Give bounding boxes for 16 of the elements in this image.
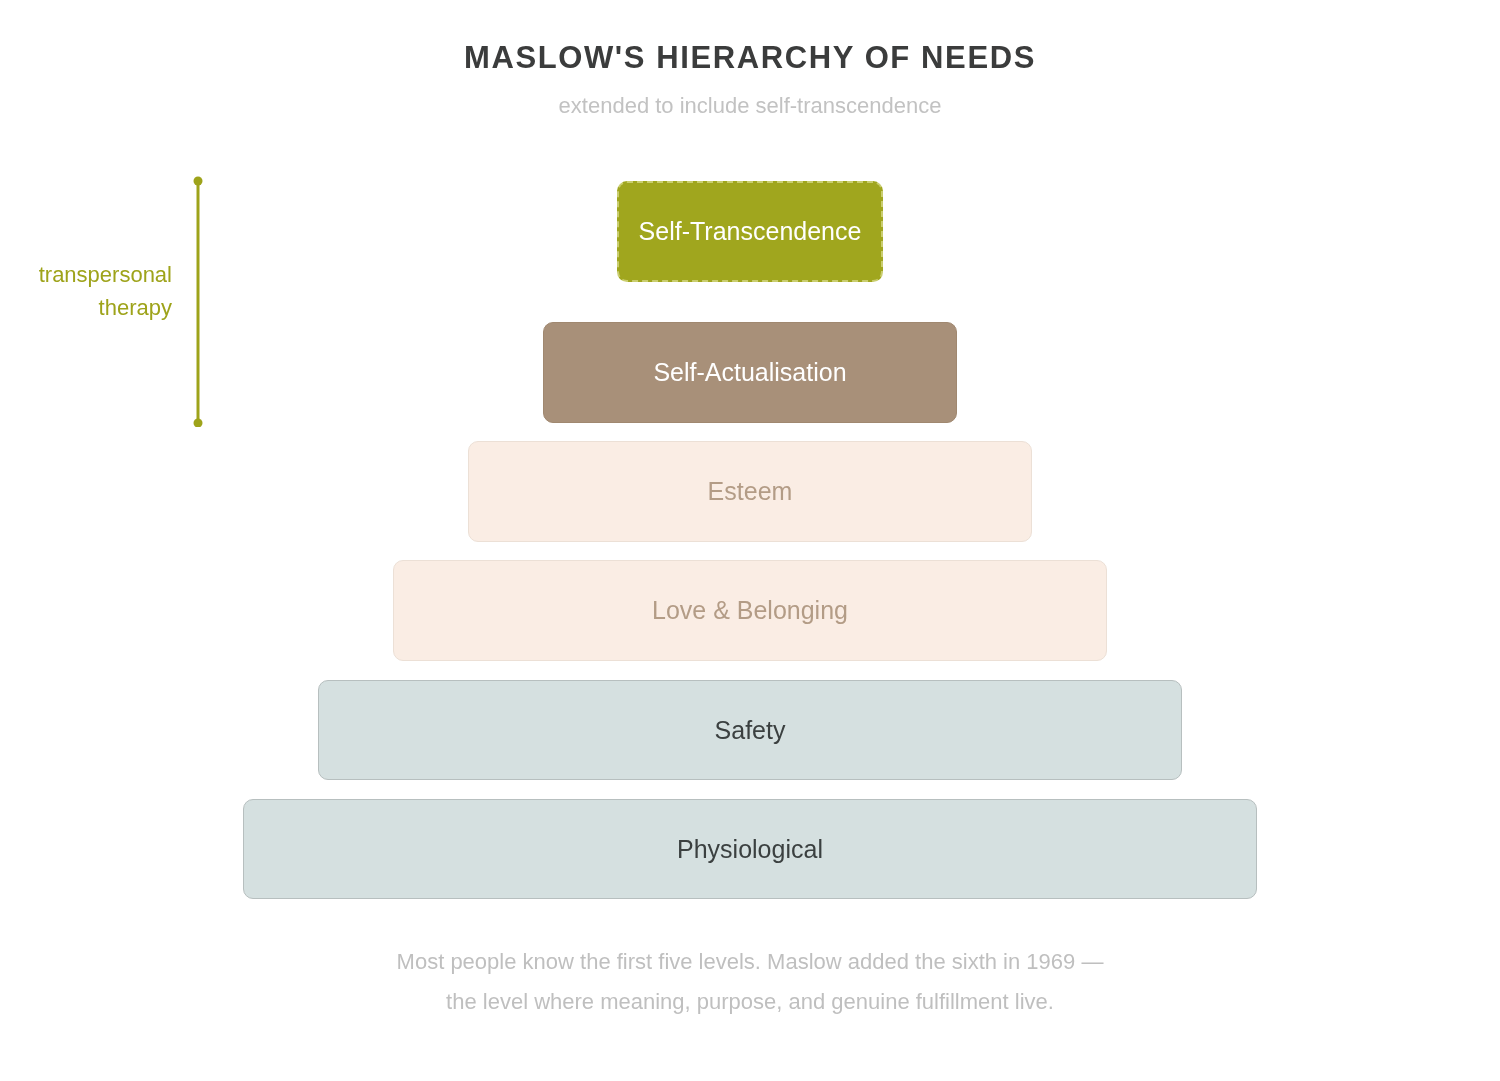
subtitle: extended to include self-transcendence: [557, 93, 943, 119]
level-label: Self-Actualisation: [653, 358, 847, 387]
level-box: [393, 560, 1107, 661]
level-label: Physiological: [677, 834, 823, 864]
title: MASLOW'S HIERARCHY OF NEEDS: [463, 40, 1037, 76]
dashed-level-box: [617, 181, 883, 282]
level-box: [243, 799, 1257, 899]
caption: Most people know the first five levels. Maslow added the sixth in 1969 — the level where meaning, purpose, and genuine fulfillment live.: [395, 948, 1105, 1016]
level-box: [318, 680, 1182, 780]
level-label: Self-Transcendence: [638, 217, 862, 246]
level-label: Esteem: [707, 477, 793, 506]
level-label: Love & Belonging: [652, 596, 848, 625]
bracket-label: transpersonal therapy: [37, 261, 172, 322]
level-box: [468, 441, 1032, 542]
level-box: [543, 322, 957, 423]
level-label: Safety: [714, 715, 786, 745]
